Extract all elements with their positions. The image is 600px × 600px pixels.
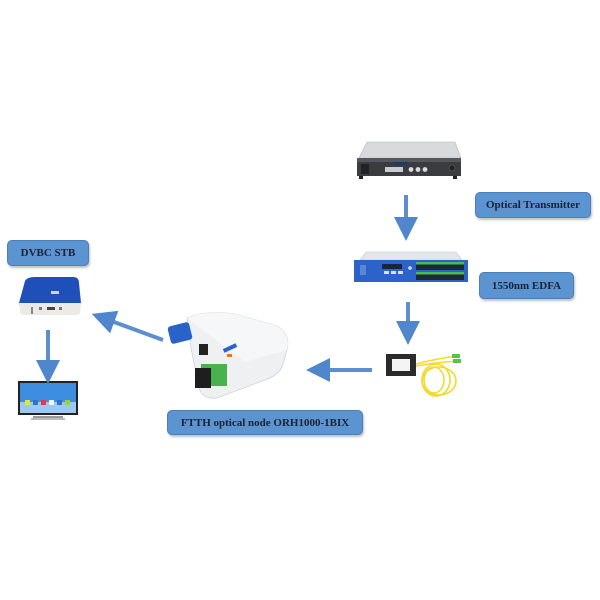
optical-node-icon — [167, 312, 289, 399]
label-optical-transmitter: Optical Transmitter — [475, 192, 591, 218]
television-icon — [18, 381, 78, 420]
arrow-node-to-stb — [91, 310, 164, 342]
plc-splitter-icon — [386, 354, 461, 397]
label-stb: DVBC STB — [7, 240, 89, 266]
rack-transmitter-icon — [357, 141, 462, 179]
label-edfa: 1550nm EDFA — [479, 272, 574, 299]
set-top-box-icon — [19, 277, 81, 315]
label-ftth-node: FTTH optical node ORH1000-1BIX — [167, 410, 363, 435]
rack-edfa-icon — [354, 251, 468, 282]
